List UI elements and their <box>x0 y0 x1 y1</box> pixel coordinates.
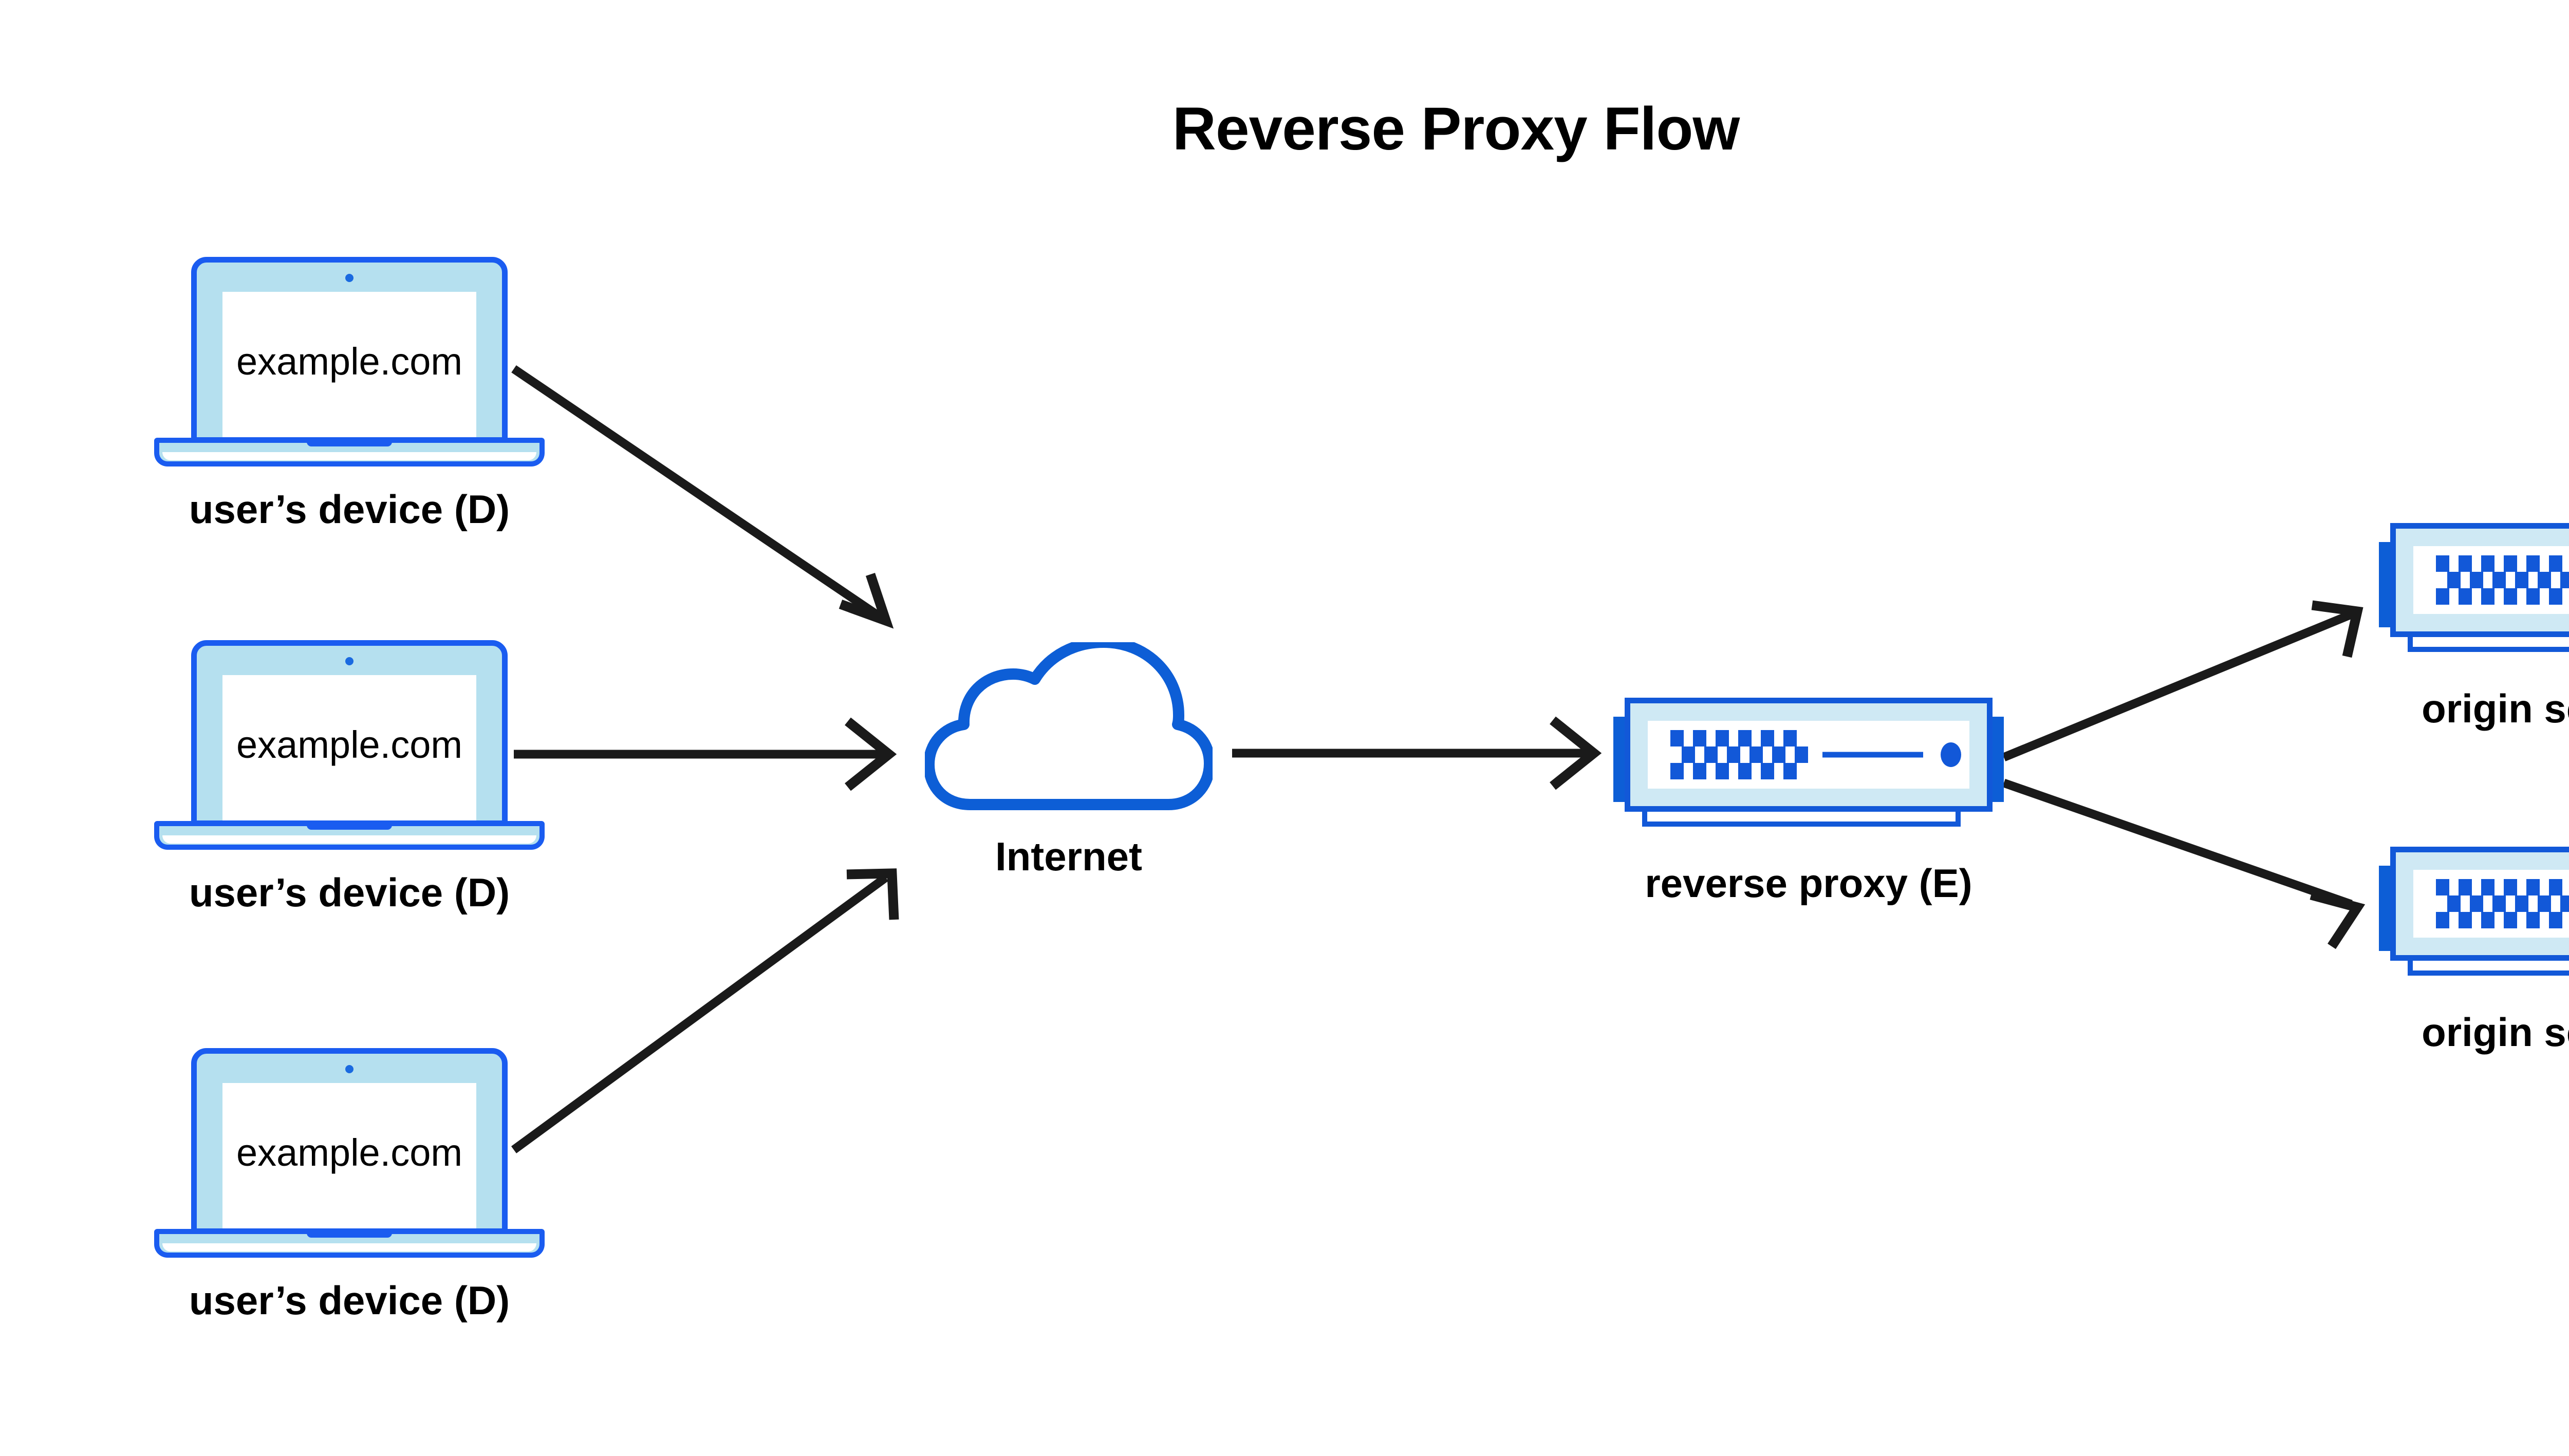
origin-server-2-label: origin server (F) <box>2422 1010 2569 1055</box>
laptop-base-highlight <box>162 1243 536 1252</box>
webcam-icon <box>345 274 353 282</box>
internet-label: Internet <box>995 834 1143 879</box>
laptop-base-highlight <box>162 835 536 844</box>
arrow-client3-to-internet <box>511 868 899 1153</box>
laptop-lid: example.com <box>191 640 508 826</box>
page-title: Reverse Proxy Flow <box>1172 95 1740 163</box>
server-status-bar <box>1822 752 1923 758</box>
client-device-1[interactable]: example.com user’s device (D) <box>154 257 545 545</box>
arrow-proxy-to-origin2 <box>2002 778 2366 949</box>
server-icon <box>2379 519 2569 668</box>
server-front-panel <box>2413 546 2569 614</box>
client-device-1-label: user’s device (D) <box>189 487 510 532</box>
laptop-lid: example.com <box>191 257 508 443</box>
browser-url-text: example.com <box>236 340 463 383</box>
webcam-icon <box>345 1065 353 1073</box>
cloud-icon <box>925 642 1213 822</box>
client-device-3[interactable]: example.com user’s device (D) <box>154 1048 545 1336</box>
laptop-icon: example.com <box>154 640 545 856</box>
browser-url-text: example.com <box>236 723 463 766</box>
server-icon <box>2379 843 2569 992</box>
laptop-base-highlight <box>162 452 536 460</box>
server-body <box>2390 847 2569 961</box>
server-body <box>2390 523 2569 637</box>
server-front-panel <box>2413 870 2569 938</box>
reverse-proxy-node[interactable]: reverse proxy (E) <box>1613 694 2004 909</box>
arrow-client1-to-internet <box>511 365 894 629</box>
origin-server-1-label: origin server (F) <box>2422 686 2569 731</box>
server-icon <box>1613 694 2004 843</box>
arrow-client2-to-internet <box>514 717 897 791</box>
webcam-icon <box>345 657 353 665</box>
server-body <box>1625 698 1993 812</box>
laptop-lid: example.com <box>191 1048 508 1234</box>
server-port-grid <box>2436 879 2569 928</box>
arrow-internet-to-proxy <box>1232 716 1602 790</box>
server-front-panel <box>1648 721 1969 789</box>
internet-node[interactable]: Internet <box>925 642 1213 899</box>
client-device-2[interactable]: example.com user’s device (D) <box>154 640 545 928</box>
server-port-grid <box>1670 730 1808 779</box>
reverse-proxy-label: reverse proxy (E) <box>1645 861 1972 906</box>
arrow-proxy-to-origin1 <box>2002 600 2363 761</box>
laptop-trackpad-notch <box>307 821 392 830</box>
server-led-indicator <box>1941 742 1961 767</box>
laptop-icon: example.com <box>154 1048 545 1264</box>
origin-server-2-node[interactable]: origin server (F) <box>2379 843 2569 1058</box>
server-port-grid <box>2436 555 2569 605</box>
laptop-screen: example.com <box>222 292 476 437</box>
browser-url-text: example.com <box>236 1131 463 1174</box>
laptop-trackpad-notch <box>307 438 392 446</box>
client-device-2-label: user’s device (D) <box>189 870 510 915</box>
laptop-screen: example.com <box>222 1083 476 1228</box>
laptop-screen: example.com <box>222 675 476 820</box>
laptop-icon: example.com <box>154 257 545 473</box>
laptop-trackpad-notch <box>307 1229 392 1238</box>
origin-server-1-node[interactable]: origin server (F) <box>2379 519 2569 735</box>
client-device-3-label: user’s device (D) <box>189 1278 510 1323</box>
